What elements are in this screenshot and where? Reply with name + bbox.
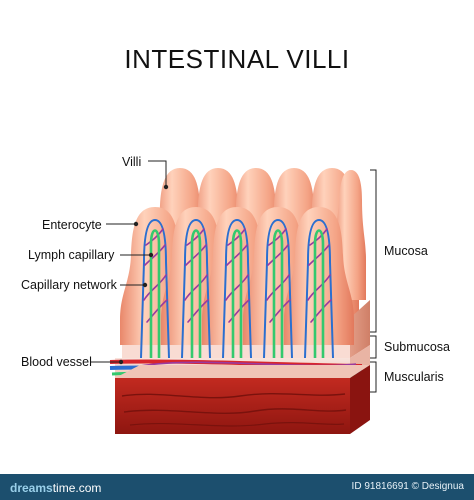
lymph-capillary-villus-1 <box>149 229 161 360</box>
capillary-network-villus-3 <box>225 228 250 323</box>
label-mucosa: Mucosa <box>384 244 428 258</box>
muscle-fiber-3 <box>129 422 345 427</box>
vein-villus-5 <box>304 218 334 359</box>
diagram-title: INTESTINAL VILLI <box>124 44 350 74</box>
muscle-fiber-2 <box>123 408 347 414</box>
vein-villus-4 <box>263 218 293 359</box>
villus-front-5 <box>284 207 354 345</box>
capillary-network-villus-4 <box>266 228 291 323</box>
muscularis-layer <box>115 365 370 434</box>
lymph-capillary-villus-4 <box>272 229 284 360</box>
muscle-fiber-1 <box>121 392 346 399</box>
footer-brand-left: dreams <box>10 481 53 495</box>
bracket-mucosa <box>370 169 377 333</box>
bracket-submucosa <box>370 335 377 359</box>
villus-vessels <box>140 218 334 360</box>
leader-dot-enterocyte <box>133 221 139 227</box>
bracket-muscularis <box>370 361 377 393</box>
footer-brand: dreamstime.com <box>10 481 101 495</box>
leader-dot-lymph-capillary <box>148 252 154 258</box>
vein-villus-1 <box>140 218 170 359</box>
label-capillary-network: Capillary network <box>21 278 117 292</box>
muscularis-side <box>350 365 370 434</box>
leader-dot-blood-vessel <box>118 359 124 365</box>
label-muscularis: Muscularis <box>384 370 444 384</box>
leader-lines <box>90 160 167 363</box>
lymph-capillary-villus-2 <box>190 229 202 360</box>
footer-brand-right: time.com <box>52 481 102 495</box>
label-blood-vessel: Blood vessel <box>21 355 92 369</box>
label-enterocyte: Enterocyte <box>42 218 102 232</box>
label-lymph-capillary: Lymph capillary <box>28 248 115 262</box>
vein-villus-2 <box>181 218 211 359</box>
capillary-network-villus-2 <box>184 228 209 323</box>
muscularis-top <box>115 365 370 378</box>
leader-dots <box>118 184 169 365</box>
capillary-network-villus-1 <box>143 228 168 323</box>
label-villi: Villi <box>122 155 142 169</box>
mucosa-block-side <box>350 300 370 358</box>
leader-dot-capillary-network <box>142 282 148 288</box>
capillary-network-villus-5 <box>307 228 332 323</box>
footer-image-id: ID 91816691 © Designua <box>351 481 464 492</box>
lymph-capillary-villus-5 <box>313 229 325 360</box>
leader-dot-villi <box>163 184 169 190</box>
vein-villus-3 <box>222 218 252 359</box>
layer-brackets <box>370 169 377 393</box>
muscularis-front <box>115 378 350 434</box>
footer-bar: dreamstime.com ID 91816691 © Designua <box>0 474 474 500</box>
lymph-capillary-villus-3 <box>231 229 243 360</box>
leader-villi <box>148 160 167 186</box>
label-submucosa: Submucosa <box>384 340 451 354</box>
villi-front-row <box>120 207 354 345</box>
